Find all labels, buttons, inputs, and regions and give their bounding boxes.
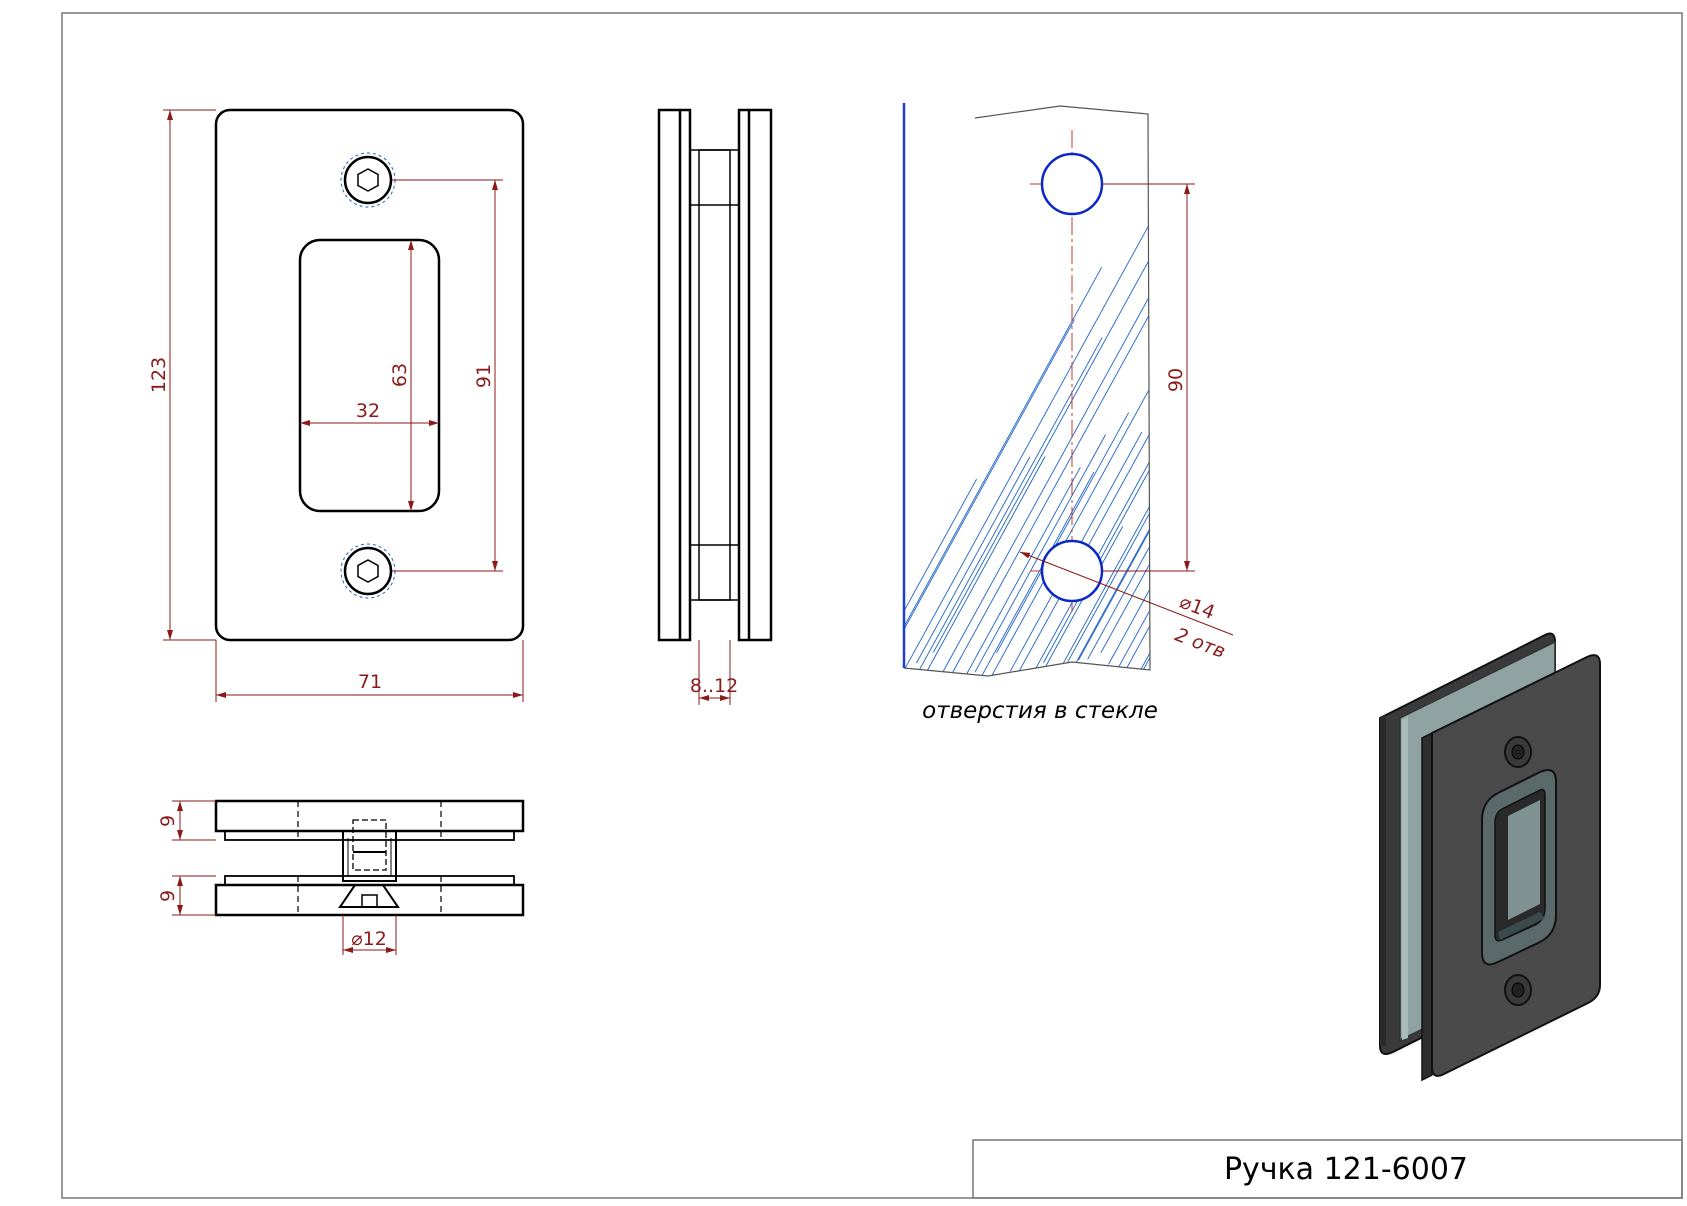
- hatch-line: [1198, 419, 1328, 656]
- hatch-line: [1061, 180, 1150, 673]
- top-view: [214, 799, 525, 917]
- hatch-line: [904, 319, 1075, 673]
- hatch-line: [951, 301, 1150, 674]
- hatch-line: [1078, 464, 1150, 661]
- side-view: [657, 108, 773, 642]
- hatch-line: [1108, 291, 1150, 665]
- hatch-line: [1087, 158, 1150, 660]
- dim-screw-spacing-label: 91: [473, 364, 495, 388]
- hatch-line: [963, 466, 1081, 676]
- hatch-line: [1055, 352, 1150, 676]
- glass-outline: [903, 105, 1151, 677]
- dim-height-label: 123: [148, 357, 170, 393]
- glass-note: отверстия в стекле: [922, 698, 1158, 724]
- sheet-frame: [61, 12, 1683, 1199]
- hatch-line: [1122, 245, 1150, 675]
- hatch-line: [1070, 421, 1150, 673]
- dim-width-label: 71: [358, 671, 382, 693]
- hatch-line: [904, 267, 1103, 656]
- hatch-line: [909, 337, 1103, 676]
- dim-screw-diameter-label: ⌀12: [351, 928, 387, 950]
- handle-3d-render: [1379, 632, 1601, 1082]
- hatch-line: [1186, 229, 1424, 662]
- dim-glass-hole-spacing: [1102, 183, 1195, 572]
- hatch-line: [1270, 377, 1440, 686]
- dim-plate-thickness-bottom-label: 9: [157, 890, 179, 902]
- hatch-line: [904, 478, 978, 668]
- hatch-line: [991, 388, 1150, 676]
- dim-hole-diameter-leader: [1019, 551, 1234, 636]
- hatch-line: [942, 130, 1150, 673]
- hatch-line: [1017, 214, 1150, 675]
- hatch-line: [1100, 151, 1150, 654]
- dim-slot-width-label: 32: [356, 400, 380, 422]
- title-block: [972, 1139, 1683, 1199]
- hatch-line: [980, 472, 1095, 676]
- plate-outline: [214, 108, 525, 642]
- front-view: 123 71 63 32 91: [148, 108, 525, 702]
- hole-top: [1040, 152, 1104, 216]
- hatch-line: [1258, 543, 1335, 683]
- hatch-line: [1139, 289, 1150, 676]
- hatch-line: [996, 412, 1130, 654]
- dim-screw-spacing: [392, 179, 503, 572]
- hole-bottom: [1040, 539, 1104, 603]
- screw-top: [340, 152, 396, 208]
- hatch-line: [916, 456, 1031, 664]
- hatch-line: [1249, 206, 1509, 678]
- dim-glass-gap: [698, 640, 731, 705]
- dim-plate-thickness-top-label: 9: [157, 815, 179, 827]
- hatch-line: [974, 434, 1107, 673]
- hatch-line: [932, 104, 1150, 653]
- drawing-title: Ручка 121-6007: [1224, 1152, 1468, 1187]
- glass-detail: 90 ⌀14 2 отв отверстия в стекле: [902, 103, 1509, 724]
- dim-width: [215, 640, 524, 702]
- hatch-line: [1135, 137, 1150, 676]
- handle-slot: [298, 238, 441, 513]
- hatch-line: [1112, 386, 1150, 676]
- hatch-line: [1226, 455, 1337, 656]
- dim-glass-hole-spacing-label: 90: [1165, 368, 1187, 392]
- hatch-line: [1212, 324, 1413, 690]
- hatch-line: [1276, 357, 1449, 671]
- dim-hole-diameter-label: ⌀14: [1177, 591, 1218, 624]
- hatch-line: [1242, 398, 1401, 687]
- hatch-line: [926, 456, 1046, 671]
- dim-height: [163, 109, 216, 641]
- dim-screw-diameter: [342, 915, 397, 955]
- dim-slot-height-label: 63: [389, 363, 411, 387]
- dim-plate-thickness: [172, 800, 216, 916]
- hatch-line: [1233, 430, 1375, 687]
- hatch-line: [1034, 526, 1124, 676]
- hatch-line: [904, 210, 1150, 676]
- dim-glass-gap-label: 8..12: [690, 675, 738, 697]
- screw-bottom: [340, 543, 396, 599]
